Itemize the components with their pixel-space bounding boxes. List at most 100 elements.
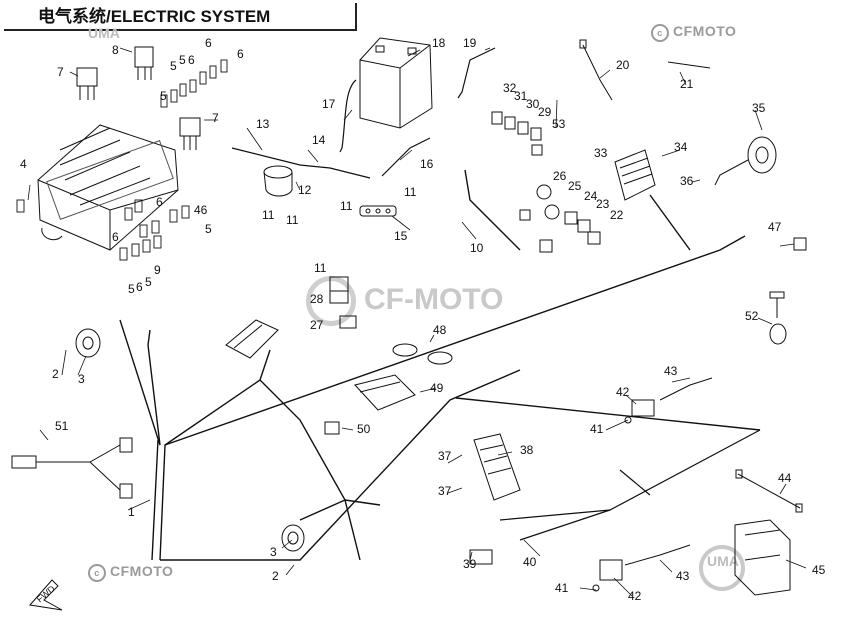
callout-24: 24	[584, 189, 598, 203]
switch-group	[519, 184, 601, 253]
callout-53: 53	[552, 117, 566, 131]
module-49	[354, 374, 416, 411]
callout-35: 35	[752, 101, 766, 115]
callout-33: 33	[594, 146, 608, 160]
callout-26: 26	[553, 169, 567, 183]
callout-13: 13	[256, 117, 270, 131]
callout-34: 34	[674, 140, 688, 154]
callout-4: 4	[20, 157, 27, 171]
regulator	[614, 149, 656, 201]
uma-watermark-top: UMA	[88, 25, 120, 41]
callout-10: 10	[470, 241, 484, 255]
callout-39: 39	[463, 557, 477, 571]
callout-48: 48	[433, 323, 447, 337]
ground-lead	[11, 437, 133, 499]
callout-42: 42	[616, 385, 630, 399]
sensor-42-top	[624, 377, 713, 424]
callout-51: 51	[55, 419, 69, 433]
callout-43: 43	[664, 364, 678, 378]
callout-44: 44	[778, 471, 792, 485]
callout-23: 23	[596, 197, 610, 211]
harness-fuse-holder	[225, 319, 279, 359]
callout-37: 37	[438, 484, 452, 498]
callout-30: 30	[526, 97, 540, 111]
sensor-42-bottom	[592, 544, 691, 592]
callout-2: 2	[52, 367, 59, 381]
callout-29: 29	[538, 105, 552, 119]
cfmoto-watermark-center: CF-MOTO	[306, 276, 503, 326]
relay-27	[339, 315, 357, 329]
callout-11: 11	[404, 185, 417, 199]
relay-7-right	[179, 117, 201, 150]
callout-9: 9	[154, 263, 161, 277]
switch-39	[469, 549, 493, 565]
callout-45: 45	[812, 563, 826, 577]
callout-50: 50	[357, 422, 371, 436]
callout-5: 5	[205, 222, 212, 236]
fuse-set-bottom	[16, 199, 190, 261]
callout-19: 19	[463, 36, 477, 50]
fuse-box	[37, 124, 179, 251]
bracket-45	[734, 519, 791, 596]
callout-3: 3	[78, 372, 85, 386]
callout-6: 6	[205, 36, 212, 50]
terminal-block	[359, 205, 397, 217]
relay-28	[329, 276, 349, 304]
callout-52: 52	[745, 309, 759, 323]
callout-6: 6	[112, 230, 119, 244]
callout-37: 37	[438, 449, 452, 463]
callout-11: 11	[340, 199, 353, 213]
callout-38: 38	[520, 443, 534, 457]
uma-text: UMA	[88, 25, 120, 41]
callout-6: 6	[156, 195, 163, 209]
watermark-text: CF-MOTO	[364, 282, 504, 316]
callout-5: 5	[170, 59, 177, 73]
callout-12: 12	[298, 183, 312, 197]
battery-cables	[231, 47, 496, 179]
callout-11: 11	[286, 213, 299, 227]
callout-3: 3	[270, 545, 277, 559]
callout-46: 46	[194, 203, 208, 217]
callout-43: 43	[676, 569, 690, 583]
callout-47: 47	[768, 220, 782, 234]
callout-18: 18	[432, 36, 446, 50]
callout-1: 1	[128, 505, 135, 519]
strap-44	[735, 469, 803, 513]
callout-27: 27	[310, 318, 324, 332]
callout-16: 16	[420, 157, 434, 171]
callout-21: 21	[680, 77, 694, 91]
callout-25: 25	[568, 179, 582, 193]
cfmoto-logo-text: CFMOTO	[110, 563, 174, 579]
callout-41: 41	[590, 422, 604, 436]
horn-top	[75, 328, 101, 358]
connector-50	[324, 421, 340, 435]
callout-2: 2	[272, 569, 279, 583]
callout-22: 22	[610, 208, 624, 222]
callout-5: 5	[145, 275, 152, 289]
callout-6: 6	[237, 47, 244, 61]
starter-relay	[263, 165, 293, 197]
cable-ties	[579, 39, 711, 101]
callout-11: 11	[262, 208, 275, 222]
ecu	[473, 433, 521, 501]
callout-31: 31	[514, 89, 528, 103]
callout-5: 5	[160, 89, 167, 103]
relay-7-top	[76, 67, 98, 100]
sensor-52	[769, 291, 787, 345]
callout-5: 5	[128, 282, 135, 296]
callout-14: 14	[312, 133, 326, 147]
callout-42: 42	[628, 589, 642, 603]
callout-49: 49	[430, 381, 444, 395]
callout-11: 11	[314, 261, 327, 275]
callout-36: 36	[680, 174, 694, 188]
main-wiring-harness	[119, 169, 761, 561]
diagram-title: 电气系统/ELECTRIC SYSTEM	[4, 3, 357, 31]
stator	[714, 136, 777, 186]
callout-5: 5	[179, 53, 186, 67]
sub-harness	[499, 429, 761, 541]
band-48	[392, 343, 453, 365]
